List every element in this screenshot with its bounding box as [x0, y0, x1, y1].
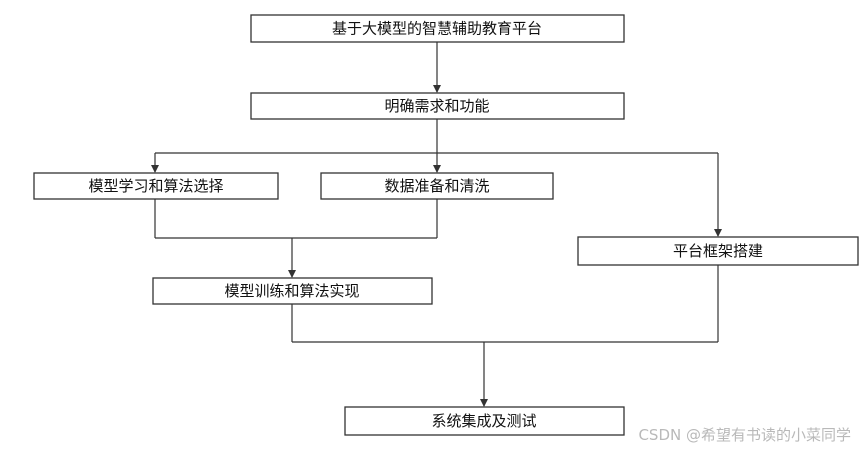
node-model-selection: 模型学习和算法选择: [33, 172, 279, 200]
node-model-training: 模型训练和算法实现: [152, 277, 433, 305]
node-label: 平台框架搭建: [673, 242, 763, 260]
node-data-preparation: 数据准备和清洗: [320, 172, 554, 200]
node-label: 数据准备和清洗: [384, 177, 489, 195]
watermark: CSDN @希望有书读的小菜同学: [638, 426, 851, 444]
node-requirements: 明确需求和功能: [250, 92, 625, 120]
node-box: [577, 236, 859, 266]
node-box: [250, 92, 625, 120]
node-box: [152, 277, 433, 305]
node-platform-framework: 平台框架搭建: [577, 236, 859, 266]
connectors: [151, 42, 722, 407]
node-label: 系统集成及测试: [431, 412, 536, 430]
node-box: [320, 172, 554, 200]
node-label: 明确需求和功能: [384, 97, 489, 115]
node-platform-title: 基于大模型的智慧辅助教育平台: [250, 14, 625, 43]
node-label: 基于大模型的智慧辅助教育平台: [332, 20, 542, 38]
node-label: 模型学习和算法选择: [88, 177, 223, 195]
node-box: [250, 14, 625, 43]
node-system-integration: 系统集成及测试: [344, 406, 625, 436]
node-label: 模型训练和算法实现: [224, 282, 359, 300]
node-box: [33, 172, 279, 200]
node-box: [344, 406, 625, 436]
